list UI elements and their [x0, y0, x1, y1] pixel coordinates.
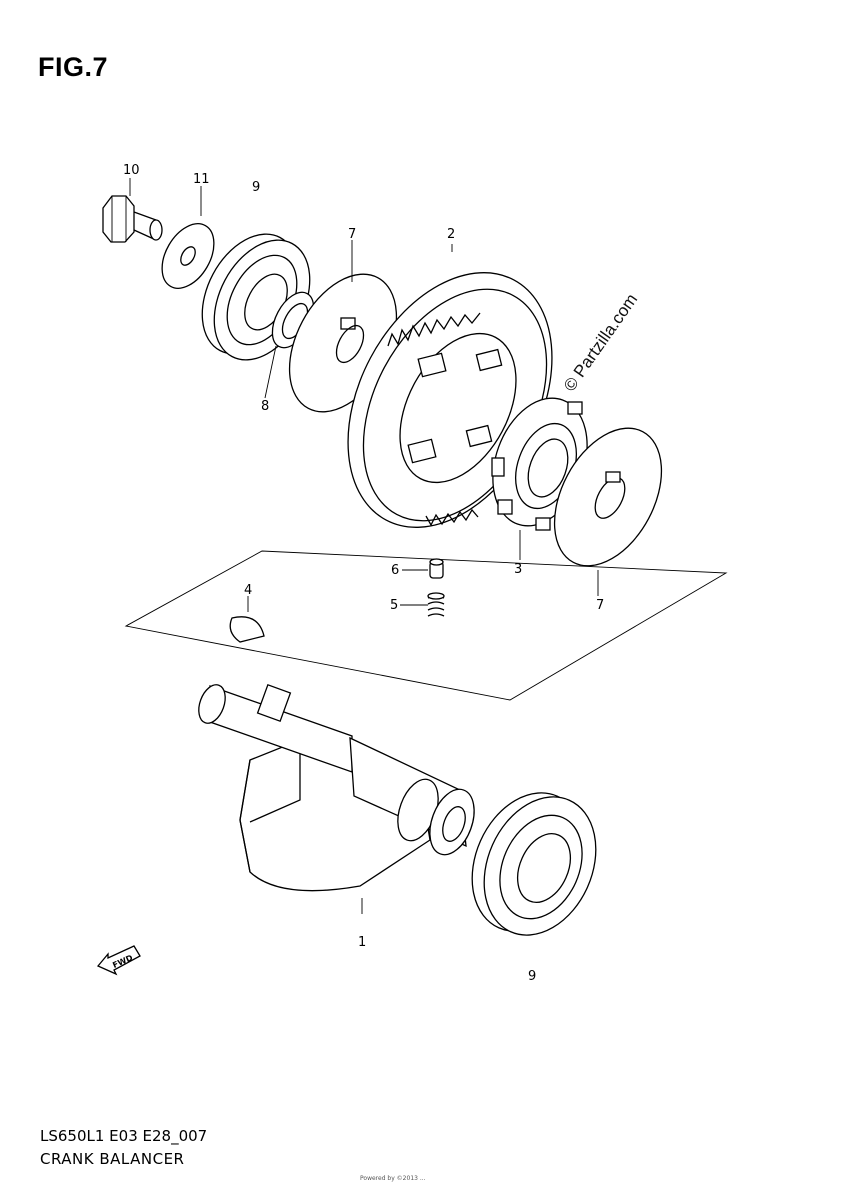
callout-9-upper: 9 [252, 180, 260, 195]
callout-10: 10 [123, 163, 140, 178]
diagram-name: CRANK BALANCER [40, 1150, 185, 1168]
leader-lines [129, 178, 599, 606]
part-11-washer [161, 223, 215, 289]
diagram-code: LS650L1 E03 E28_007 [40, 1127, 208, 1145]
part-1-balancer-shaft [198, 683, 475, 914]
part-6-pin [429, 558, 444, 579]
callout-11: 11 [193, 172, 210, 187]
fwd-direction-icon: FWD [96, 945, 141, 976]
callout-5: 5 [390, 598, 398, 613]
callout-9-lower: 9 [528, 969, 536, 984]
part-5-spring [427, 592, 445, 617]
callout-8: 8 [261, 399, 269, 414]
callout-1: 1 [358, 935, 366, 950]
figure-title: FIG.7 [38, 52, 109, 82]
fine-print: Powered by ©2013 ... [360, 1175, 426, 1182]
part-4-key [229, 596, 265, 643]
callout-4: 4 [244, 583, 252, 598]
part-7-plate-lower [553, 427, 663, 567]
callout-3: 3 [514, 562, 522, 577]
part-9-bearing-lower [471, 792, 597, 936]
callout-6: 6 [391, 563, 399, 578]
callout-2: 2 [447, 227, 455, 242]
callout-7-lower: 7 [596, 598, 604, 613]
callout-7-upper: 7 [348, 227, 356, 242]
assembly-plane-outline [124, 550, 728, 701]
part-10-bolt [102, 195, 163, 243]
